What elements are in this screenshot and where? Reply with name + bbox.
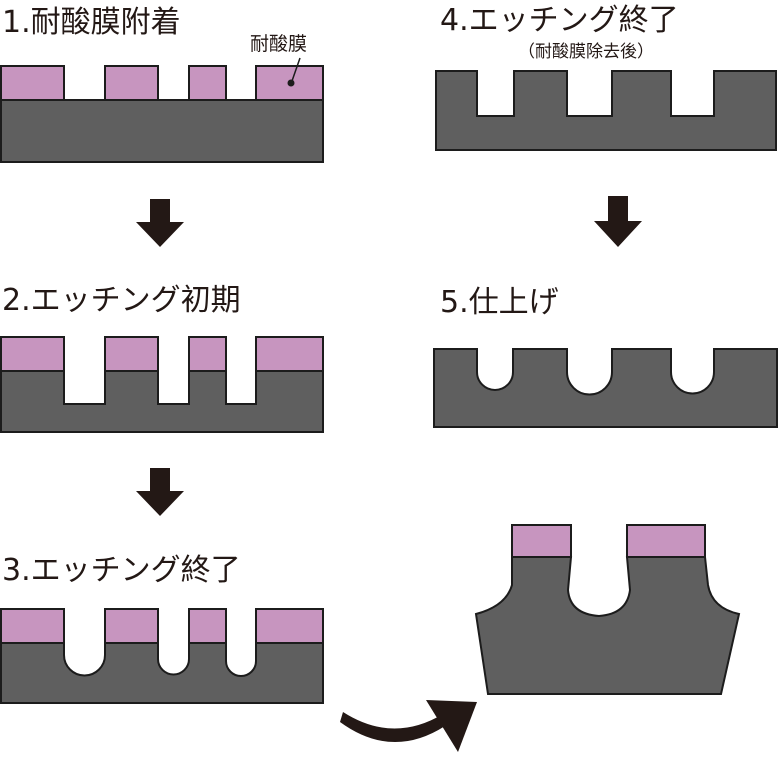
step-1-resist-layer: [0, 65, 324, 101]
step-5-substrate: [433, 348, 778, 428]
down-arrow-icon: [136, 199, 184, 247]
undercut-detail: [474, 524, 741, 695]
resist-block: [188, 65, 227, 101]
step-4-subtitle: （耐酸膜除去後）: [518, 42, 654, 62]
curved-arrow-shaft: [340, 712, 445, 743]
step-2-resist-layer: [0, 336, 324, 372]
step-4-title: 4.エッチング終了: [440, 3, 679, 38]
step-2: 2.エッチング初期: [0, 283, 324, 433]
step-5: 5.仕上げ: [433, 285, 778, 428]
resist-block: [255, 336, 324, 372]
detail-resist-block: [626, 524, 706, 558]
resist-block: [0, 608, 65, 644]
resist-block: [0, 65, 65, 101]
resist-block: [0, 336, 65, 372]
step-1-title: 1.耐酸膜附着: [2, 5, 181, 40]
step-2-substrate: [0, 370, 324, 433]
step-4-substrate: [435, 70, 777, 151]
step-2-title: 2.エッチング初期: [2, 283, 241, 318]
resist-label-leader-line: [291, 57, 301, 82]
step-3-title: 3.エッチング終了: [2, 553, 241, 588]
resist-label-pointer-dot: [287, 79, 295, 87]
detail-etched-substrate: [474, 556, 741, 695]
resist-film-label: 耐酸膜: [250, 33, 307, 55]
down-arrow-icon: [594, 196, 642, 247]
resist-block: [188, 608, 227, 644]
curved-arrow-icon: [340, 700, 477, 752]
step-3: 3.エッチング終了: [0, 553, 324, 704]
resist-block: [104, 608, 159, 644]
resist-block: [188, 336, 227, 372]
step-1: 1.耐酸膜附着 耐酸膜: [0, 5, 324, 163]
step-3-substrate: [0, 642, 324, 704]
step-5-title: 5.仕上げ: [440, 285, 559, 320]
resist-block: [104, 65, 159, 101]
resist-block: [104, 336, 159, 372]
step-3-resist-layer: [0, 608, 324, 644]
step-4: 4.エッチング終了 （耐酸膜除去後）: [435, 3, 777, 151]
curved-arrow-head: [426, 700, 477, 752]
resist-block: [255, 608, 324, 644]
detail-resist-block: [511, 524, 572, 558]
down-arrow-icon: [136, 468, 184, 516]
step-1-substrate: [0, 99, 324, 163]
resist-block: [255, 65, 324, 101]
